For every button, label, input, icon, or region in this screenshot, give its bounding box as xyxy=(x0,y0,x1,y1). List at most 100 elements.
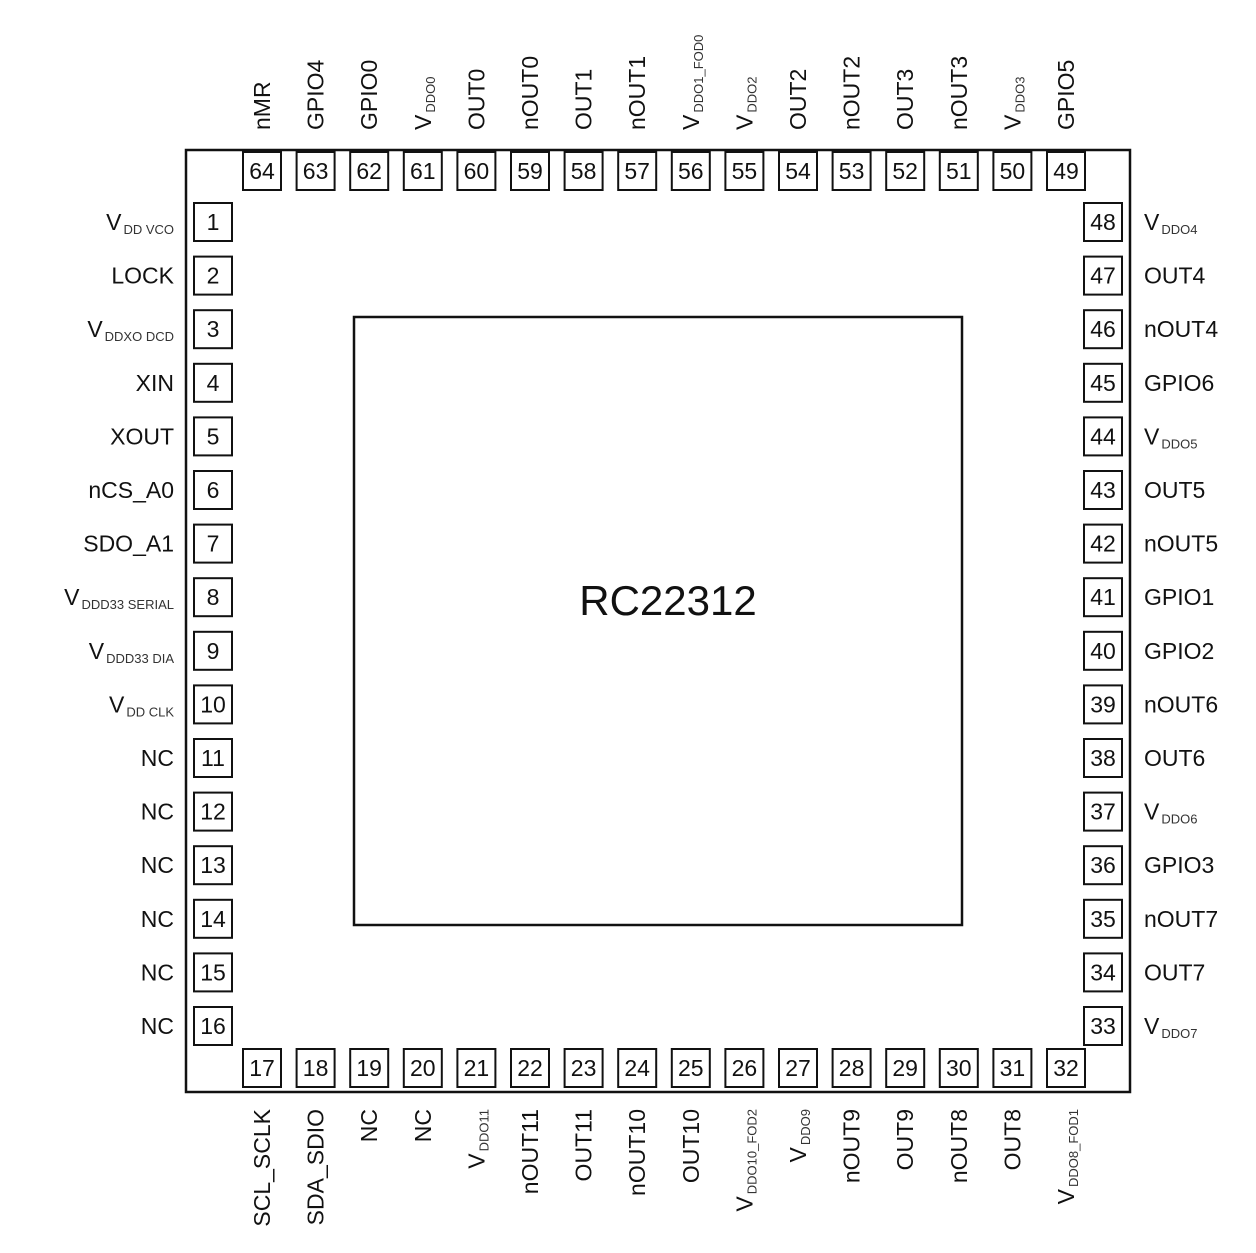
pin-box xyxy=(193,255,233,296)
pin-box xyxy=(295,1048,336,1088)
pin-box xyxy=(1046,1048,1086,1088)
pin-number: 33 xyxy=(1090,1013,1116,1039)
pin-box xyxy=(1046,151,1086,191)
pin-number: 3 xyxy=(207,316,220,342)
pin-label-main: nOUT1 xyxy=(624,56,650,130)
pin-number: 44 xyxy=(1090,423,1116,449)
pin-number: 32 xyxy=(1053,1055,1079,1081)
pin-label: VDDO2 xyxy=(731,77,759,130)
pin-label: GPIO3 xyxy=(1144,852,1214,878)
pin-box xyxy=(670,1048,711,1088)
pin-45: 45 GPIO6 xyxy=(1083,362,1214,403)
pin-label: GPIO2 xyxy=(1144,638,1214,664)
pin-label-main: OUT10 xyxy=(678,1109,704,1183)
pin-label: SCL_SCLK xyxy=(249,1108,275,1226)
pin-label-main: nOUT10 xyxy=(624,1109,650,1196)
pin-label: nOUT3 xyxy=(946,56,972,130)
pin-number: 27 xyxy=(785,1055,811,1081)
pin-number: 42 xyxy=(1090,531,1116,557)
pin-label-main: nOUT11 xyxy=(517,1109,543,1194)
pin-label-main: V xyxy=(89,638,105,664)
pin-number: 29 xyxy=(892,1055,918,1081)
pin-number: 5 xyxy=(207,423,220,449)
pin-label-main: GPIO6 xyxy=(1144,370,1214,396)
pin-box xyxy=(992,151,1033,191)
pin-box xyxy=(1083,202,1123,242)
pin-label-main: LOCK xyxy=(111,263,174,289)
pin-box xyxy=(193,577,233,618)
pin-box xyxy=(456,1048,497,1088)
pin-box xyxy=(1083,255,1123,296)
pin-box xyxy=(778,1048,818,1088)
pin-number: 6 xyxy=(207,477,220,503)
pin-label-main: OUT4 xyxy=(1144,263,1206,289)
pin-box xyxy=(1083,362,1123,403)
pin-label-main: OUT7 xyxy=(1144,959,1205,985)
pin-number: 37 xyxy=(1090,799,1116,825)
pin-number: 56 xyxy=(678,158,704,184)
pin-label: nCS_A0 xyxy=(88,477,174,503)
pin-label: OUT0 xyxy=(463,69,489,130)
pin-label: NC xyxy=(141,852,174,878)
pin-box xyxy=(1083,523,1123,564)
pin-label-main: nOUT3 xyxy=(946,56,972,130)
pin-label-main: V xyxy=(731,1196,757,1212)
pin-number: 1 xyxy=(207,209,220,235)
pin-label-main: XOUT xyxy=(110,423,174,449)
pin-label-main: V xyxy=(109,691,125,717)
pin-label: nOUT9 xyxy=(839,1109,865,1183)
pin-number: 45 xyxy=(1090,370,1116,396)
pin-label: nOUT2 xyxy=(839,56,865,130)
pin-6: 6 nCS_A0 xyxy=(88,470,233,510)
pin-label-main: GPIO5 xyxy=(1053,60,1079,130)
pin-box xyxy=(563,151,604,191)
pin-box xyxy=(1083,791,1123,832)
pin-label-main: nOUT4 xyxy=(1144,316,1218,342)
pin-box xyxy=(349,151,390,191)
pin-label: GPIO5 xyxy=(1053,60,1079,130)
pin-label: VDDO0 xyxy=(410,77,438,130)
pin-number: 30 xyxy=(946,1055,972,1081)
pin-number: 41 xyxy=(1090,584,1116,610)
pin-number: 55 xyxy=(732,158,758,184)
pin-number: 24 xyxy=(624,1055,650,1081)
pin-box xyxy=(1083,684,1123,725)
pin-number: 26 xyxy=(732,1055,758,1081)
pin-box xyxy=(402,151,443,191)
pin-box xyxy=(778,151,818,191)
pin-number: 59 xyxy=(517,158,543,184)
pin-label-main: V xyxy=(106,209,122,235)
pin-label-main: nOUT2 xyxy=(839,56,865,130)
pin-label: nOUT10 xyxy=(624,1109,650,1196)
pin-number: 36 xyxy=(1090,852,1116,878)
pin-number: 38 xyxy=(1090,745,1116,771)
pin-label-main: GPIO4 xyxy=(303,59,329,130)
pin-label-main: GPIO1 xyxy=(1144,584,1214,610)
pin-box xyxy=(1083,577,1123,618)
pin-label-main: GPIO3 xyxy=(1144,852,1214,878)
pin-label-main: V xyxy=(1144,209,1160,235)
pin-number: 7 xyxy=(207,531,220,557)
pin-label: NC xyxy=(141,1013,174,1039)
pin-label: nOUT5 xyxy=(1144,531,1218,557)
